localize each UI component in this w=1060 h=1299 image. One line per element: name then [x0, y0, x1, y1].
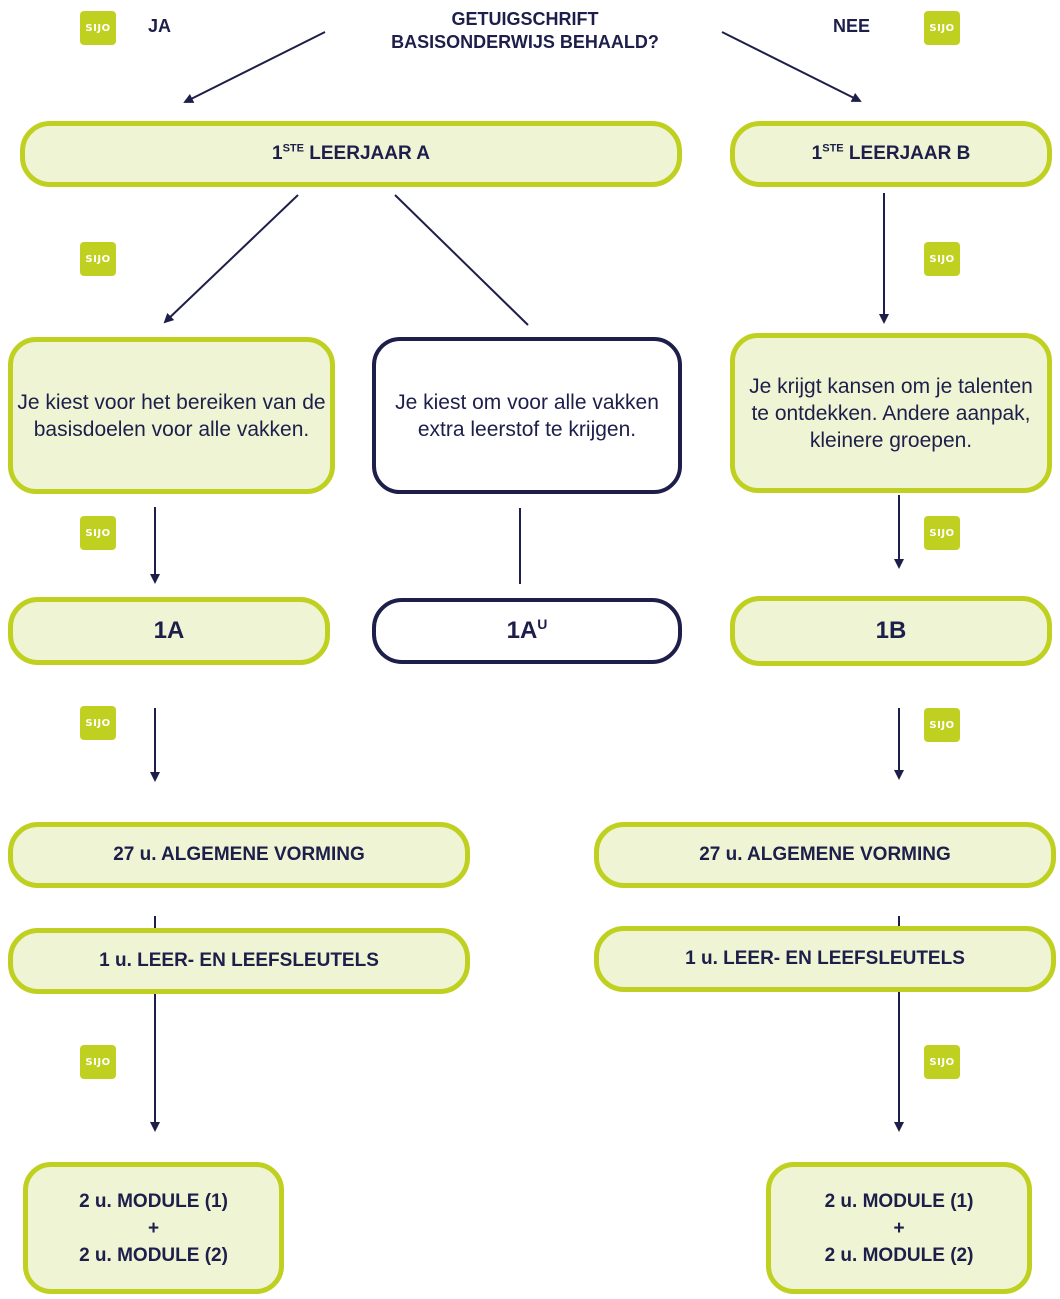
talents-text: Je krijgt kansen om je talenten te ontde… [749, 374, 1033, 452]
question-line-1: GETUIGSCHRIFT [451, 9, 599, 29]
sijo-logo-icon: SIJO [924, 11, 960, 45]
arrow-a-to-basic [163, 194, 299, 324]
keys-b-label: 1 u. LEER- EN LEEFSLEUTELS [685, 948, 965, 969]
modules-a-text: 2 u. MODULE (1) + 2 u. MODULE (2) [79, 1188, 228, 1269]
basic-goals-text: Je kiest voor het bereiken van de basisd… [17, 390, 326, 441]
plus-b: + [893, 1217, 905, 1239]
year-a-label: 1STE LEERJAAR A [272, 142, 430, 164]
module-2-b: 2 u. MODULE (2) [824, 1244, 974, 1266]
sijo-logo-icon: SIJO [924, 242, 960, 276]
sijo-logo-icon: SIJO [80, 706, 116, 740]
class-1au-label: 1AU [506, 616, 548, 644]
general-a-box: 27 u. ALGEMENE VORMING [8, 822, 470, 888]
keys-a-label: 1 u. LEER- EN LEEFSLEUTELS [99, 950, 379, 971]
sijo-logo-icon: SIJO [924, 516, 960, 550]
class-1b-box: 1B [730, 596, 1052, 666]
basic-goals-box: Je kiest voor het bereiken van de basisd… [8, 337, 335, 494]
extra-content-text: Je kiest om voor alle vakken extra leers… [395, 390, 659, 441]
extra-content-box: Je kiest om voor alle vakken extra leers… [372, 337, 682, 494]
arrow-question-to-b [721, 31, 862, 102]
class-1au-box: 1AU [372, 598, 682, 664]
module-2-a: 2 u. MODULE (2) [79, 1244, 228, 1266]
question-line-2: BASISONDERWIJS BEHAALD? [391, 32, 659, 52]
class-1a-label: 1A [153, 617, 185, 644]
class-1b-label: 1B [875, 617, 907, 644]
sijo-logo-icon: SIJO [924, 1045, 960, 1079]
year-a-box: 1STE LEERJAAR A [20, 121, 682, 187]
yes-label: JA [148, 16, 172, 36]
modules-b-text: 2 u. MODULE (1) + 2 u. MODULE (2) [825, 1188, 974, 1269]
class-1a-box: 1A [8, 597, 330, 665]
modules-a-box: 2 u. MODULE (1) + 2 u. MODULE (2) [23, 1162, 284, 1294]
sijo-logo-icon: SIJO [80, 11, 116, 45]
modules-b-box: 2 u. MODULE (1) + 2 u. MODULE (2) [766, 1162, 1032, 1294]
sijo-logo-icon: SIJO [80, 1045, 116, 1079]
plus-a: + [147, 1217, 160, 1239]
module-1-b: 2 u. MODULE (1) [824, 1190, 974, 1212]
no-label: NEE [833, 16, 871, 36]
year-b-box: 1STE LEERJAAR B [730, 121, 1052, 187]
sijo-logo-icon: SIJO [80, 242, 116, 276]
general-b-label: 27 u. ALGEMENE VORMING [699, 844, 951, 865]
arrow-question-to-a [183, 31, 326, 103]
line-a-to-extra [394, 194, 529, 326]
keys-a-box: 1 u. LEER- EN LEEFSLEUTELS [8, 928, 470, 994]
question-heading: GETUIGSCHRIFT BASISONDERWIJS BEHAALD? [355, 8, 695, 54]
year-b-label: 1STE LEERJAAR B [811, 142, 971, 164]
module-1-a: 2 u. MODULE (1) [79, 1190, 228, 1212]
sijo-logo-icon: SIJO [924, 708, 960, 742]
general-b-box: 27 u. ALGEMENE VORMING [594, 822, 1056, 888]
talents-box: Je krijgt kansen om je talenten te ontde… [730, 333, 1052, 493]
keys-b-box: 1 u. LEER- EN LEEFSLEUTELS [594, 926, 1056, 992]
sijo-logo-icon: SIJO [80, 516, 116, 550]
general-a-label: 27 u. ALGEMENE VORMING [113, 844, 365, 865]
